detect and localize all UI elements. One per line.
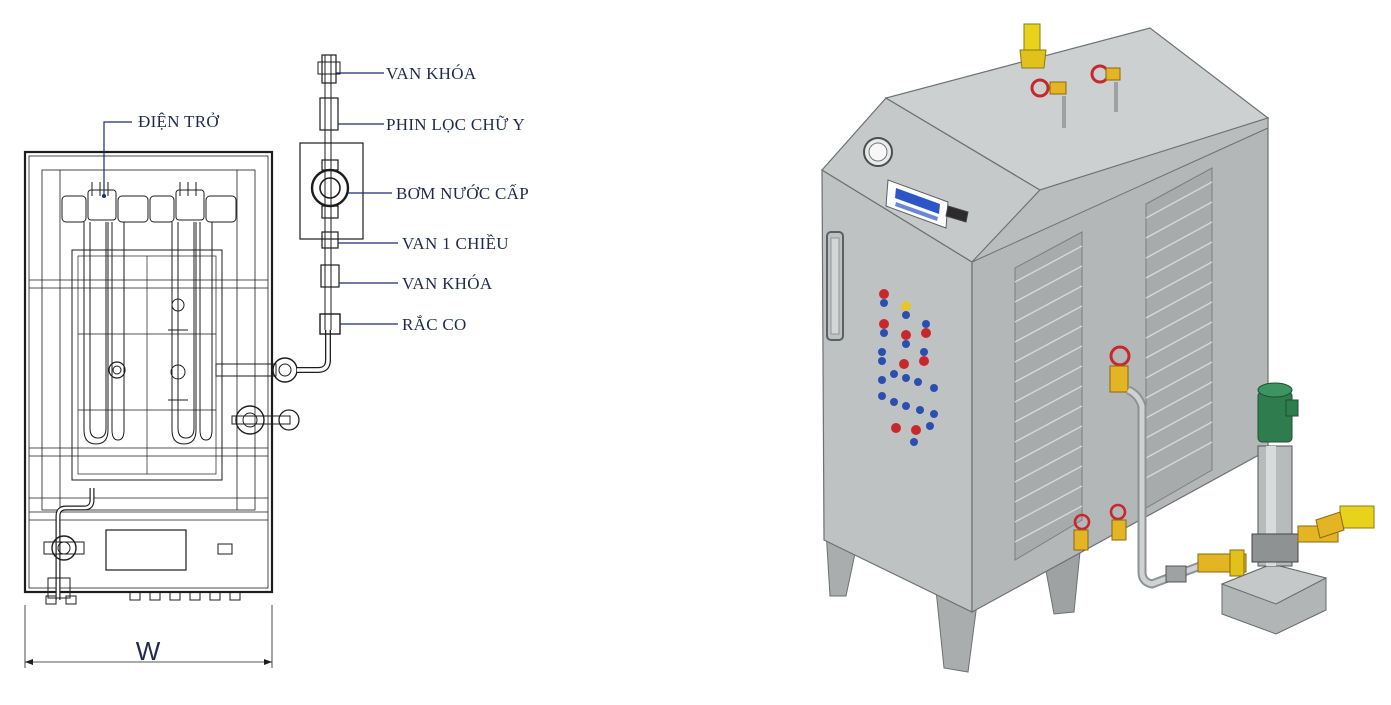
heater-elements — [83, 222, 213, 445]
boiler-3d-render — [821, 23, 1375, 673]
level-sensor-left — [108, 361, 126, 379]
feed-piping — [1109, 345, 1247, 589]
leader-lines — [102, 72, 398, 325]
display-screen — [945, 205, 969, 223]
frame-bars — [29, 170, 268, 521]
y-strainer — [319, 97, 339, 131]
feed-pump-body — [310, 168, 350, 208]
frame-outline — [41, 169, 256, 511]
cabinet-inner-outline — [28, 155, 269, 589]
label-union: RẮC CO — [402, 315, 467, 334]
steam-valve-wheel-icon — [1030, 78, 1050, 98]
label-y-filter: PHIN LỌC CHỮ Y — [386, 115, 525, 134]
door-handle — [826, 231, 844, 341]
control-box — [105, 529, 187, 571]
width-dimension — [24, 605, 273, 668]
tank — [71, 249, 223, 481]
side-louvers — [1014, 167, 1213, 561]
control-buttons — [878, 289, 938, 446]
pump-frame — [299, 142, 364, 240]
feed-pump-3d — [1220, 382, 1375, 635]
label-valve-bottom: VAN KHÓA — [402, 274, 493, 293]
bottom-fittings — [45, 591, 241, 605]
check-valve-body — [321, 231, 339, 249]
drain-valves — [1073, 503, 1127, 551]
label-heater: ĐIỆN TRỞ — [138, 112, 219, 131]
drain-valve — [51, 535, 77, 561]
top-lock-valve — [321, 54, 337, 84]
label-check-valve: VAN 1 CHIỀU — [402, 234, 509, 253]
front-view-drawing: W ĐIỆN TRỞ VAN KHÓA PHIN LỌC CHỮ Y BƠM N… — [23, 54, 529, 668]
louver-slats — [1014, 181, 1213, 543]
feed-valve-wheel-icon — [1109, 345, 1131, 367]
top-valves — [1019, 23, 1121, 128]
bottom-lock-valve — [320, 264, 340, 288]
heater-flanges — [61, 182, 237, 223]
label-feed-pump: BƠM NƯỚC CẤP — [396, 184, 529, 203]
inlet-flange — [272, 357, 298, 383]
width-label: W — [136, 636, 161, 666]
label-valve-top: VAN KHÓA — [386, 64, 477, 83]
feed-line — [299, 54, 364, 335]
cabinet-outline — [23, 150, 274, 594]
gauge-flange — [235, 405, 265, 435]
